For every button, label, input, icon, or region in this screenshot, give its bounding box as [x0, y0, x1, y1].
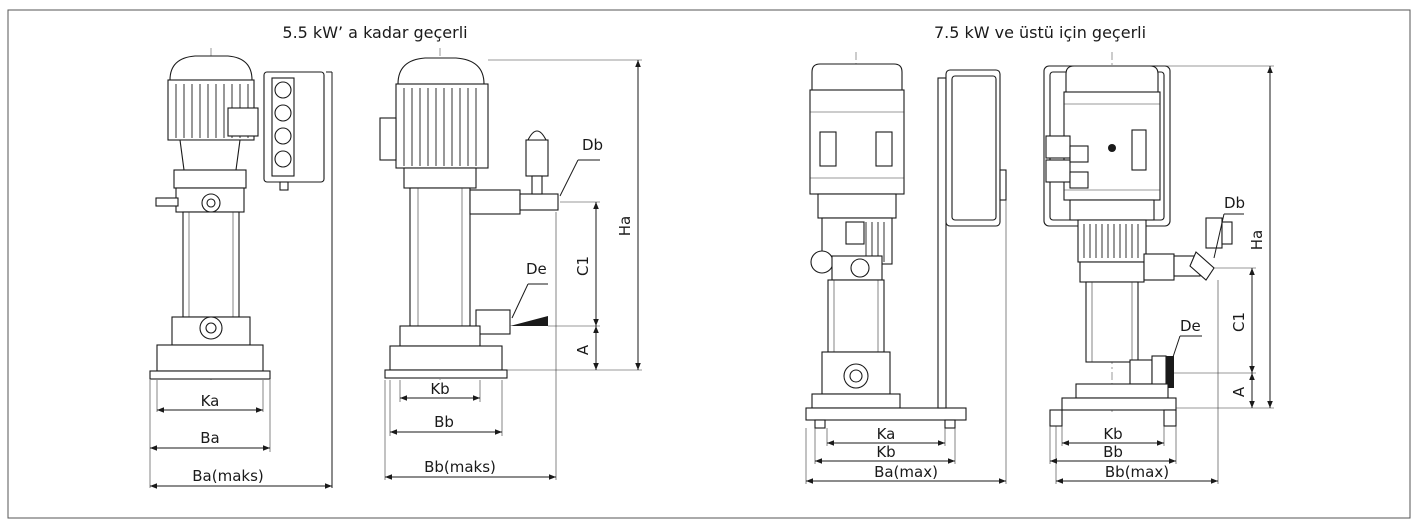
dim-c1-right: C1 — [1230, 312, 1248, 332]
right-front-view: Ka Kb Ba(max) — [805, 52, 1007, 484]
dim-bb-right: Bb — [1103, 443, 1123, 461]
dim-kb-right: Kb — [1103, 425, 1122, 443]
dim-bb-max-left: Bb(maks) — [424, 458, 496, 476]
label-db-left: Db — [582, 136, 603, 154]
label-de-left: De — [526, 260, 547, 278]
dim-ka-right: Ka — [877, 425, 896, 443]
title-right: 7.5 kW ve üstü için geçerli — [934, 23, 1146, 42]
dim-c1-left: C1 — [574, 256, 592, 276]
dim-a-right: A — [1230, 386, 1248, 397]
label-de-right: De — [1180, 317, 1201, 335]
page-border — [7, 9, 1411, 519]
dim-ba-max-left: Ba(maks) — [192, 467, 264, 485]
dim-kb-right-front: Kb — [876, 443, 895, 461]
left-front-view: Ka Ba Ba(maks) — [149, 48, 333, 489]
dim-bb-max-right: Bb(max) — [1105, 463, 1169, 481]
dim-ba-left: Ba — [200, 429, 219, 447]
label-db-right: Db — [1224, 194, 1245, 212]
dim-bb-left: Bb — [434, 413, 454, 431]
title-left: 5.5 kW’ a kadar geçerli — [282, 23, 467, 42]
dim-ba-max-right: Ba(max) — [874, 463, 938, 481]
dim-kb-left: Kb — [430, 380, 449, 398]
dim-ka-left: Ka — [201, 392, 220, 410]
dim-ha-left: Ha — [616, 216, 634, 236]
dim-a-left: A — [574, 344, 592, 355]
left-side-view: Db De Ha C1 A Kb Bb Bb(maks) — [379, 48, 642, 480]
dim-ha-right: Ha — [1248, 230, 1266, 250]
right-side-view: Db De Ha C1 A Kb Bb Bb(max) — [1043, 52, 1274, 484]
